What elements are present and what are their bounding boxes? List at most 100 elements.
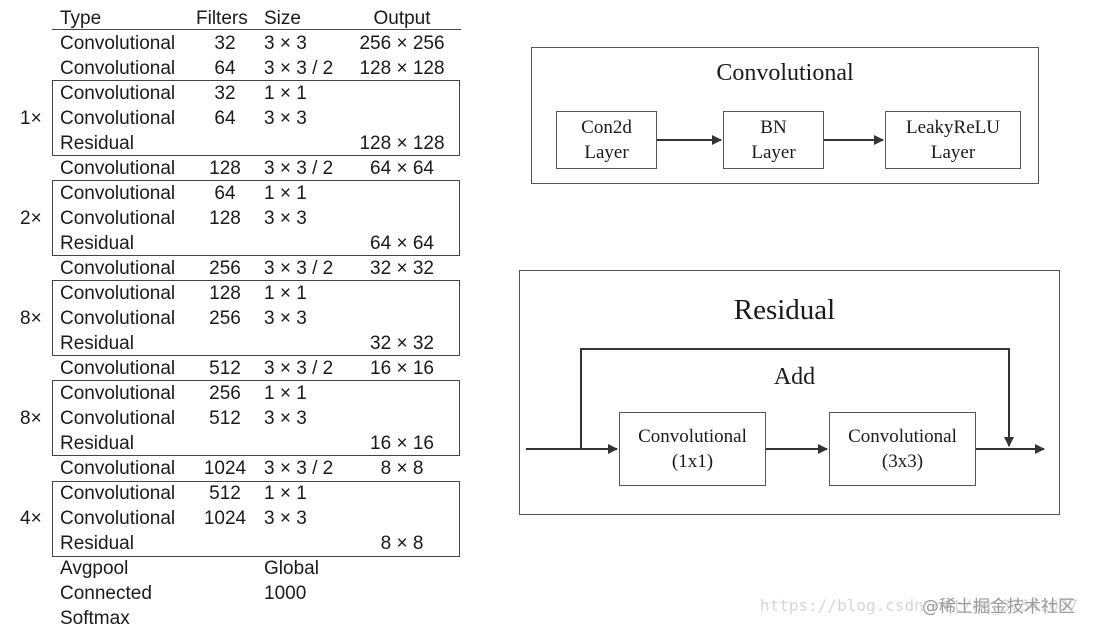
row-type: Convolutional xyxy=(60,408,176,429)
row-type: Residual xyxy=(60,233,134,254)
bn-layer-node: BN Layer xyxy=(723,111,824,169)
row-type: Convolutional xyxy=(60,158,176,179)
row-filters: 128 xyxy=(209,208,241,229)
row-type: Convolutional xyxy=(60,83,176,104)
row-size: 1 × 1 xyxy=(264,283,307,304)
watermark-badge: @稀土掘金技术社区 xyxy=(922,597,1075,617)
row-type: Convolutional xyxy=(60,283,176,304)
architecture-table: Type Filters Size Output Convolutional 32… xyxy=(0,0,470,634)
row-type: Convolutional xyxy=(60,308,176,329)
row-filters: 1024 xyxy=(203,458,247,479)
row-type: Avgpool xyxy=(60,558,129,579)
row-type: Convolutional xyxy=(60,58,176,79)
row-type: Convolutional xyxy=(60,258,176,279)
row-type: Convolutional xyxy=(60,358,176,379)
group-box-8x-a xyxy=(52,280,460,356)
group-box-1x xyxy=(52,80,460,156)
conv3x3-line2: (3x3) xyxy=(881,451,924,472)
row-size: 1 × 1 xyxy=(264,83,307,104)
row-type: Residual xyxy=(60,533,134,554)
row-filters: 256 xyxy=(209,258,241,279)
row-size: 3 × 3 xyxy=(264,208,307,229)
conv2d-layer-line2: Layer xyxy=(584,142,629,163)
row-repeat-count: 1× xyxy=(20,108,42,129)
row-output: 32 × 32 xyxy=(370,258,434,279)
row-output: 64 × 64 xyxy=(370,233,434,254)
row-output: 128 × 128 xyxy=(359,133,445,154)
row-size: 3 × 3 / 2 xyxy=(264,258,334,279)
row-repeat-count: 2× xyxy=(20,208,42,229)
row-type: Residual xyxy=(60,433,134,454)
row-output: 32 × 32 xyxy=(370,333,434,354)
row-output: 256 × 256 xyxy=(359,33,445,54)
row-type: Convolutional xyxy=(60,183,176,204)
row-size: 3 × 3 xyxy=(264,508,307,529)
conv2d-layer-node: Con2d Layer xyxy=(556,111,657,169)
row-filters: 512 xyxy=(209,483,241,504)
residual-title: Residual xyxy=(733,294,836,326)
row-type: Softmax xyxy=(60,608,130,629)
row-type: Convolutional xyxy=(60,508,176,529)
row-repeat-count: 8× xyxy=(20,308,42,329)
row-type: Convolutional xyxy=(60,33,176,54)
row-type: Convolutional xyxy=(60,383,176,404)
row-size: 3 × 3 / 2 xyxy=(264,158,334,179)
group-box-4x xyxy=(52,481,460,557)
row-size: 3 × 3 / 2 xyxy=(264,458,334,479)
leakyrelu-layer-line2: Layer xyxy=(930,142,976,163)
header-filters: Filters xyxy=(196,8,248,29)
row-size: 3 × 3 xyxy=(264,33,307,54)
group-box-8x-b xyxy=(52,380,460,456)
row-output: 8 × 8 xyxy=(380,533,424,554)
row-type: Convolutional xyxy=(60,458,176,479)
row-size: 3 × 3 / 2 xyxy=(264,58,334,79)
header-type: Type xyxy=(60,8,102,29)
row-size: Global xyxy=(264,558,319,579)
conv1x1-line1: Convolutional xyxy=(638,426,747,447)
row-size: 3 × 3 xyxy=(264,108,307,129)
row-filters: 64 xyxy=(214,108,236,129)
header-output: Output xyxy=(373,8,431,29)
leakyrelu-layer-line1: LeakyReLU xyxy=(906,117,1000,138)
row-filters: 1024 xyxy=(203,508,247,529)
bn-layer-line2: Layer xyxy=(751,142,796,163)
row-filters: 128 xyxy=(209,158,241,179)
row-repeat-count: 8× xyxy=(20,408,42,429)
convolutional-title: Convolutional xyxy=(716,60,854,86)
row-filters: 64 xyxy=(214,183,236,204)
row-size: 1 × 1 xyxy=(264,383,307,404)
row-output: 8 × 8 xyxy=(380,458,424,479)
conv1x1-line2: (1x1) xyxy=(671,451,714,472)
row-size: 3 × 3 xyxy=(264,408,307,429)
row-filters: 256 xyxy=(209,383,241,404)
conv1x1-node: Convolutional (1x1) xyxy=(619,412,766,486)
row-type: Convolutional xyxy=(60,108,176,129)
row-repeat-count: 4× xyxy=(20,508,42,529)
row-output: 16 × 16 xyxy=(370,358,434,379)
header-size: Size xyxy=(264,8,301,29)
row-size: 1 × 1 xyxy=(264,183,307,204)
group-box-2x xyxy=(52,180,460,256)
row-type: Residual xyxy=(60,333,134,354)
row-output: 64 × 64 xyxy=(370,158,434,179)
row-size: 3 × 3 / 2 xyxy=(264,358,334,379)
row-output: 128 × 128 xyxy=(359,58,445,79)
row-size: 1000 xyxy=(264,583,307,604)
row-size: 1 × 1 xyxy=(264,483,307,504)
conv3x3-node: Convolutional (3x3) xyxy=(829,412,976,486)
add-label: Add xyxy=(773,364,816,390)
row-size: 3 × 3 xyxy=(264,308,307,329)
conv3x3-line1: Convolutional xyxy=(848,426,957,447)
watermark-url: https://blog.csdn.net/qq_37541097 xyxy=(760,596,1078,615)
row-type: Residual xyxy=(60,133,134,154)
leakyrelu-layer-node: LeakyReLU Layer xyxy=(885,111,1021,169)
row-filters: 64 xyxy=(214,58,236,79)
row-filters: 256 xyxy=(209,308,241,329)
row-filters: 32 xyxy=(214,33,236,54)
bn-layer-line1: BN xyxy=(760,117,787,138)
conv2d-layer-line1: Con2d xyxy=(581,117,632,138)
row-output: 16 × 16 xyxy=(370,433,434,454)
row-type: Convolutional xyxy=(60,483,176,504)
row-type: Connected xyxy=(60,583,152,604)
row-filters: 128 xyxy=(209,283,241,304)
